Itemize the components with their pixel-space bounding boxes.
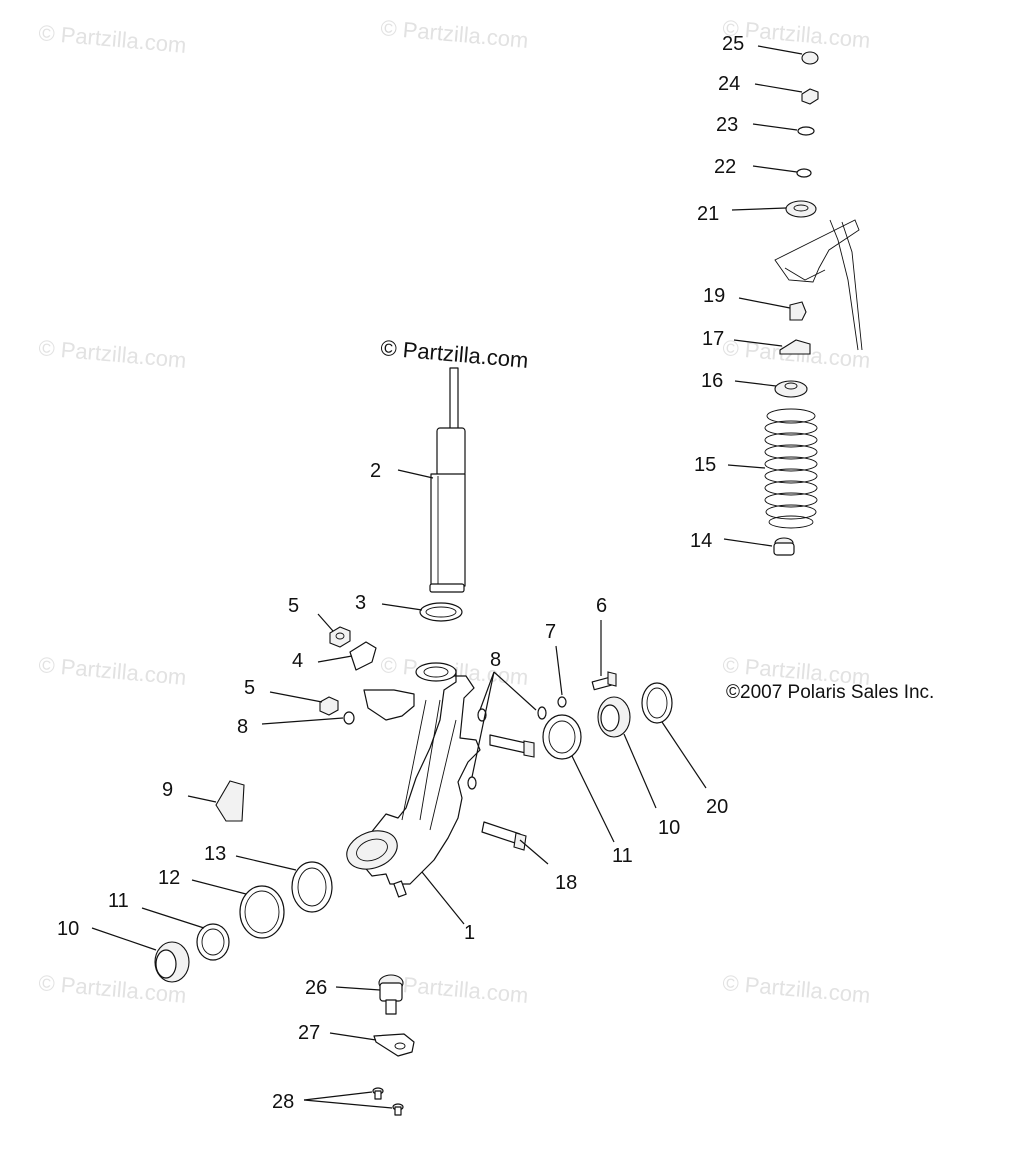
callout-numbers: 2 3 5 4 5 8 6 7 8 9 13 12 11 10 1 18 11 … (57, 33, 744, 1113)
watermark: © Partzilla.com (380, 15, 530, 53)
callout-8: 8 (490, 649, 501, 671)
ball-joint (378, 974, 404, 1015)
callout-11: 11 (108, 890, 129, 912)
washer-small (557, 696, 567, 708)
watermark: © Partzilla.com (722, 970, 872, 1008)
bolt-short (591, 671, 617, 691)
frame-mount (774, 219, 863, 351)
watermark: © Partzilla.com (38, 652, 188, 690)
bolt-long-lower (481, 821, 527, 851)
spacer (789, 301, 807, 321)
callout-6: 6 (596, 595, 607, 617)
callout-17: 17 (702, 328, 724, 350)
callout-10: 10 (658, 817, 680, 839)
steering-knuckle (346, 662, 481, 898)
callout-12: 12 (158, 867, 180, 889)
callout-24: 24 (718, 73, 740, 95)
bump-stop (773, 537, 795, 556)
watermark-main: © Partzilla.com (380, 335, 530, 373)
watermark: © Partzilla.com (38, 20, 188, 58)
bearing-right (597, 696, 631, 738)
callout-2: 2 (370, 460, 381, 482)
callout-5: 5 (244, 677, 255, 699)
callout-21: 21 (697, 203, 719, 225)
callout-3: 3 (355, 592, 366, 614)
callout-23: 23 (716, 114, 738, 136)
washer-top (797, 126, 815, 136)
callout-11: 11 (612, 845, 633, 867)
bracket (349, 641, 377, 671)
retainer-plate (373, 1033, 415, 1057)
bushing (785, 200, 817, 218)
callout-14: 14 (690, 530, 712, 552)
callout-7: 7 (545, 621, 556, 643)
washer (537, 706, 547, 720)
callout-18: 18 (555, 872, 577, 894)
nut-top (801, 88, 819, 105)
copyright-notice: ©2007 Polaris Sales Inc. (726, 682, 934, 703)
callout-10: 10 (57, 918, 79, 940)
wedge (215, 780, 245, 822)
callout-1: 1 (464, 922, 475, 944)
callout-27: 27 (298, 1022, 320, 1044)
callout-22: 22 (714, 156, 736, 178)
callout-16: 16 (701, 370, 723, 392)
o-ring (419, 602, 463, 622)
callout-8: 8 (237, 716, 248, 738)
callout-26: 26 (305, 977, 327, 999)
nut-lower (319, 696, 339, 716)
callout-5: 5 (288, 595, 299, 617)
coil-spring (764, 408, 818, 529)
shock-absorber (429, 367, 466, 593)
callout-20: 20 (706, 796, 728, 818)
watermark: © Partzilla.com (38, 335, 188, 373)
callout-9: 9 (162, 779, 173, 801)
cap (801, 51, 819, 65)
bearing-left (154, 941, 190, 983)
bearing-race-right (542, 714, 582, 760)
seal-right (641, 682, 673, 724)
callout-13: 13 (204, 843, 226, 865)
spring-seat (774, 380, 808, 398)
washer-thin (796, 168, 812, 178)
callout-4: 4 (292, 650, 303, 672)
callout-19: 19 (703, 285, 725, 307)
nut-upper (329, 626, 351, 648)
callout-28: 28 (272, 1091, 294, 1113)
screw-lower (392, 1103, 404, 1116)
bolt-long-upper (489, 734, 535, 758)
upper-mount (779, 339, 811, 355)
washer (343, 711, 355, 725)
screw-upper (372, 1087, 384, 1100)
leader-lines (91, 45, 803, 1109)
bearing-race-left (196, 923, 230, 961)
seal-large (291, 861, 333, 913)
bearing-race-large (239, 885, 285, 939)
washer (467, 776, 477, 790)
callout-15: 15 (694, 454, 716, 476)
callout-25: 25 (722, 33, 744, 55)
